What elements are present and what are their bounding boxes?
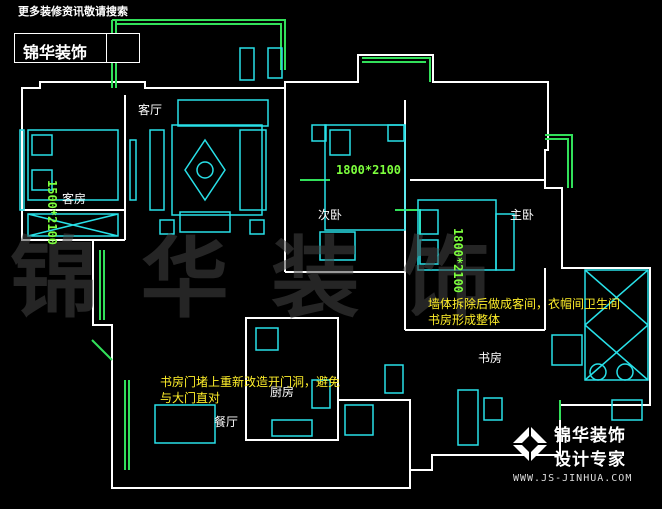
logo-mark-icon <box>512 426 548 462</box>
logo-slogan: 设计专家 <box>554 450 626 470</box>
walls <box>21 54 651 489</box>
dimension-guest-bed: 1500*2100 <box>45 180 59 246</box>
room-kitchen: 厨房 <box>270 385 295 399</box>
logo-brand: 锦华装饰 <box>554 426 626 446</box>
logo-url: WWW.JS-JINHUA.COM <box>513 473 633 484</box>
brand-name: 锦华装饰 <box>23 43 88 62</box>
dimension-master-bed: 1800*2100 <box>451 228 465 294</box>
search-button[interactable] <box>106 34 139 62</box>
room-guest: 客房 <box>62 192 87 206</box>
room-second-bedroom: 次卧 <box>318 208 343 222</box>
top-note: 更多装修资讯敬请搜索 <box>18 5 128 18</box>
furniture <box>19 47 649 446</box>
room-study: 书房 <box>478 351 503 365</box>
dimension-second-bed: 1800*2100 <box>336 163 402 177</box>
room-master-bedroom: 主卧 <box>510 208 535 222</box>
note-study-door: 书房门堵上重新改造开门洞，避免与大门直对 <box>160 375 341 405</box>
watermark: 锦 华 装 饰 <box>10 227 496 330</box>
brand-box: 锦华装饰 <box>14 33 140 63</box>
room-living: 客厅 <box>138 103 163 117</box>
room-dining: 餐厅 <box>214 415 239 429</box>
note-wall-removal: 墙体拆除后做成客间，衣帽间卫生间书房形成整体 <box>428 297 621 327</box>
